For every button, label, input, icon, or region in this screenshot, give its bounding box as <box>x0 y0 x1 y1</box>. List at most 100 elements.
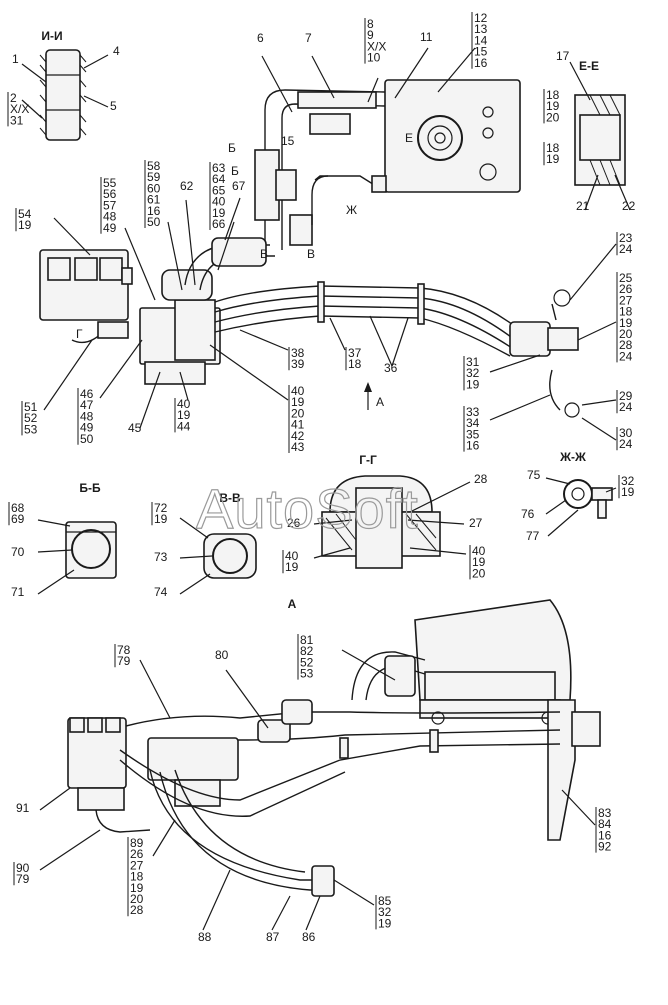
callout-number: 19 <box>378 916 392 930</box>
callout-number: 1 <box>12 52 19 66</box>
callout-number: 19 <box>619 316 633 330</box>
callout-number: 89 <box>130 836 144 850</box>
callout-number: 40 <box>291 384 305 398</box>
callout-number: 26 <box>619 282 633 296</box>
callout-c17: 17 <box>556 49 570 63</box>
callout-number: 31 <box>466 355 480 369</box>
callout-number: 19 <box>291 395 305 409</box>
callout-number: 75 <box>527 468 541 482</box>
callout-number: 76 <box>521 507 535 521</box>
callout-number: 37 <box>348 346 362 360</box>
section-title-B-B: Б-Б <box>79 481 101 495</box>
callout-number: 52 <box>24 411 38 425</box>
callout-number: 27 <box>619 293 633 307</box>
section-title-I-I: И-И <box>41 29 62 43</box>
callout-c76: 76 <box>521 507 535 521</box>
callout-number: 59 <box>147 170 161 184</box>
callout-c7: 7 <box>305 31 312 45</box>
callout-number: 32 <box>378 905 392 919</box>
callout-number: 44 <box>177 419 191 433</box>
callout-c75: 75 <box>527 468 541 482</box>
callout-c91: 91 <box>16 801 30 815</box>
callout-number: 24 <box>619 242 633 256</box>
section-i-i-drawing <box>21 49 109 141</box>
callout-c28: 28 <box>474 472 488 486</box>
callout-number: 16 <box>147 204 161 218</box>
section-g-g-drawing <box>313 475 471 569</box>
callout-number: 40 <box>285 549 299 563</box>
callout-c87: 87 <box>266 930 280 944</box>
callout-number: 34 <box>466 416 480 430</box>
callout-number: 19 <box>546 152 560 166</box>
callout-number: 81 <box>300 633 314 647</box>
callout-number: Х/Х <box>10 102 29 116</box>
callout-number: 86 <box>302 930 316 944</box>
callout-number: 43 <box>291 440 305 454</box>
callout-number: 40 <box>177 397 191 411</box>
callout-number: 26 <box>130 847 144 861</box>
callout-number: 61 <box>147 193 161 207</box>
view-mark: Б <box>231 164 239 178</box>
callout-number: 19 <box>18 218 32 232</box>
callout-number: 18 <box>130 870 144 884</box>
callout-number: 91 <box>16 801 30 815</box>
top-main-drawing <box>254 47 521 250</box>
callout-number: 46 <box>80 387 94 401</box>
section-title-V-V: В-В <box>219 491 241 505</box>
callout-number: 73 <box>154 550 168 564</box>
callout-c71: 71 <box>11 585 25 599</box>
callout-number: 36 <box>384 361 398 375</box>
callout-number: Х/Х <box>367 39 386 53</box>
callout-number: 19 <box>130 881 144 895</box>
callout-number: 57 <box>103 198 117 212</box>
callout-c5: 5 <box>110 99 117 113</box>
callout-c70: 70 <box>11 545 25 559</box>
view-mark: В <box>260 247 268 261</box>
callout-number: 19 <box>154 512 168 526</box>
callout-number: 24 <box>619 437 633 451</box>
callout-c6: 6 <box>257 31 264 45</box>
callout-number: 80 <box>215 648 229 662</box>
callout-c22: 22 <box>622 199 636 213</box>
callout-number: 47 <box>80 398 94 412</box>
callout-c4: 4 <box>113 44 120 58</box>
section-title-E-E: Е-Е <box>579 59 599 73</box>
section-e-e-drawing <box>569 61 631 211</box>
callout-c67: 67 <box>232 179 246 193</box>
view-mark: В <box>307 247 315 261</box>
callout-number: 15 <box>281 134 295 148</box>
callout-number: 35 <box>466 427 480 441</box>
callout-number: 26 <box>287 516 301 530</box>
callout-number: 90 <box>16 861 30 875</box>
callout-number: 72 <box>154 501 168 515</box>
callout-number: 83 <box>598 806 612 820</box>
callout-c45: 45 <box>128 421 142 435</box>
callout-number: 68 <box>11 501 25 515</box>
callout-number: 16 <box>598 828 612 842</box>
callout-number: 27 <box>130 858 144 872</box>
callout-number: 67 <box>232 179 246 193</box>
callout-number: 17 <box>556 49 570 63</box>
callout-c15x: 15 <box>281 134 295 148</box>
callout-number: 62 <box>180 179 194 193</box>
callout-number: 32 <box>621 474 635 488</box>
callout-number: 18 <box>546 141 560 155</box>
callout-number: 18 <box>619 305 633 319</box>
view-mark: Ж <box>346 203 357 217</box>
callout-number: 45 <box>128 421 142 435</box>
callout-number: 20 <box>130 892 144 906</box>
callout-number: 30 <box>619 426 633 440</box>
callout-number: 53 <box>24 422 38 436</box>
